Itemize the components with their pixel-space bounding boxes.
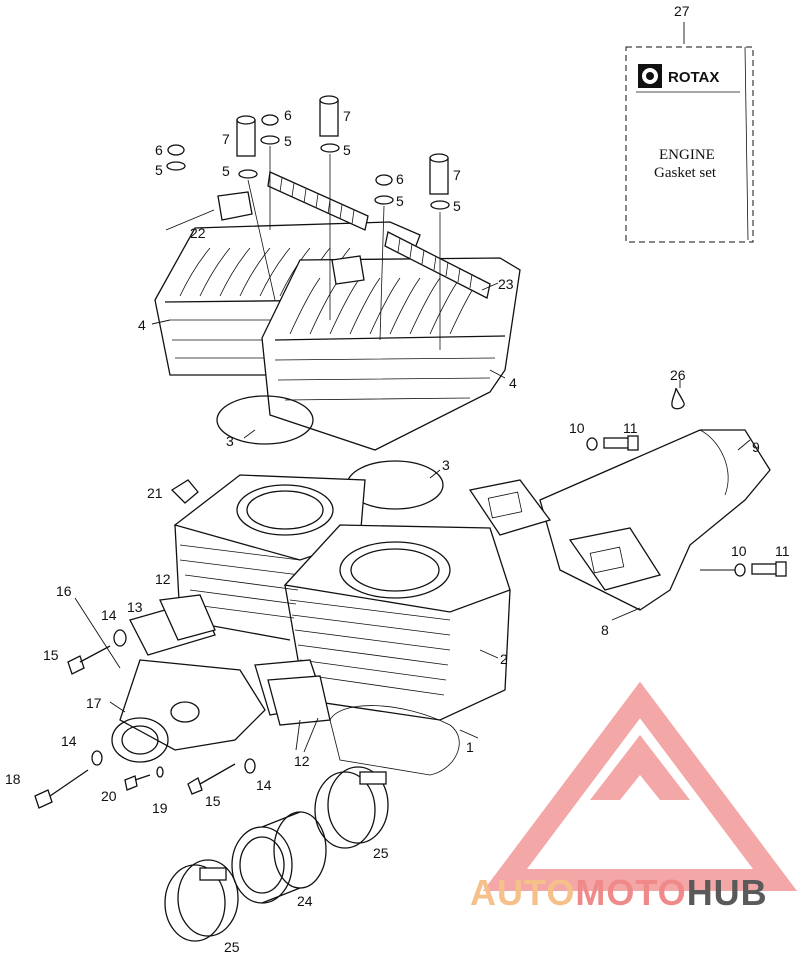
label-part-10: 10 bbox=[731, 543, 747, 559]
spacer-stack bbox=[166, 95, 450, 350]
leader-lines bbox=[74, 209, 751, 753]
intake-fasteners bbox=[34, 629, 256, 809]
deflector-22 bbox=[217, 191, 365, 285]
watermark-part-auto: AUTO bbox=[470, 872, 575, 913]
card-title-line1: ENGINE bbox=[659, 147, 715, 163]
base-gasket bbox=[329, 705, 460, 776]
label-part-7: 7 bbox=[343, 108, 351, 124]
label-part-12: 12 bbox=[294, 753, 310, 769]
label-part-5: 5 bbox=[453, 198, 461, 214]
label-part-12: 12 bbox=[155, 571, 171, 587]
head-gasket-left bbox=[216, 395, 314, 445]
label-part-18: 18 bbox=[5, 771, 21, 787]
part-labels: 1 2 3 3 4 4 5 5 5 5 5 5 6 6 6 7 7 7 8 9 … bbox=[5, 3, 790, 955]
label-part-19: 19 bbox=[152, 800, 168, 816]
label-part-21: 21 bbox=[147, 485, 163, 501]
intake-sleeve bbox=[231, 811, 327, 904]
label-part-15: 15 bbox=[205, 793, 221, 809]
cylinder-head-right bbox=[261, 257, 521, 451]
label-part-1: 1 bbox=[466, 739, 474, 755]
label-part-16: 16 bbox=[56, 583, 72, 599]
watermark-logo bbox=[483, 681, 797, 891]
label-part-10: 10 bbox=[569, 420, 585, 436]
label-part-5: 5 bbox=[396, 193, 404, 209]
label-part-2: 2 bbox=[500, 651, 508, 667]
label-part-7: 7 bbox=[222, 131, 230, 147]
label-part-7: 7 bbox=[453, 167, 461, 183]
label-part-25: 25 bbox=[224, 939, 240, 955]
label-part-14: 14 bbox=[61, 733, 77, 749]
label-part-6: 6 bbox=[284, 107, 292, 123]
label-part-5: 5 bbox=[222, 163, 230, 179]
card-brand: ROTAX bbox=[668, 69, 719, 86]
label-part-11: 11 bbox=[623, 420, 638, 436]
label-part-5: 5 bbox=[155, 162, 163, 178]
label-part-17: 17 bbox=[86, 695, 102, 711]
plug-21 bbox=[170, 479, 199, 504]
label-part-20: 20 bbox=[101, 788, 117, 804]
watermark-part-moto: MOTO bbox=[575, 872, 686, 913]
label-part-11: 11 bbox=[775, 543, 790, 559]
label-part-3: 3 bbox=[226, 433, 234, 449]
manifold-fasteners bbox=[586, 435, 787, 577]
label-part-14: 14 bbox=[256, 777, 272, 793]
exhaust-manifold bbox=[468, 429, 771, 611]
label-part-22: 22 bbox=[190, 225, 206, 241]
watermark-text: AUTOMOTOHUB bbox=[470, 872, 768, 913]
label-part-9: 9 bbox=[752, 439, 760, 455]
card-title-line2: Gasket set bbox=[654, 165, 717, 181]
label-part-6: 6 bbox=[396, 171, 404, 187]
label-part-24: 24 bbox=[297, 893, 313, 909]
label-part-4: 4 bbox=[509, 375, 517, 391]
label-part-3: 3 bbox=[442, 457, 450, 473]
label-part-26: 26 bbox=[670, 367, 686, 383]
clamp-upper bbox=[314, 766, 389, 849]
label-part-15: 15 bbox=[43, 647, 59, 663]
label-part-23: 23 bbox=[498, 276, 514, 292]
watermark-part-hub: HUB bbox=[687, 872, 768, 913]
intake-assembly bbox=[111, 594, 331, 763]
label-part-13: 13 bbox=[127, 599, 143, 615]
label-part-5: 5 bbox=[343, 142, 351, 158]
gasket-set-card: ROTAX ENGINE Gasket set bbox=[625, 22, 754, 243]
label-part-14: 14 bbox=[101, 607, 117, 623]
label-part-27: 27 bbox=[674, 3, 690, 19]
label-part-5: 5 bbox=[284, 133, 292, 149]
deflector-23 bbox=[267, 171, 491, 299]
label-part-6: 6 bbox=[155, 142, 163, 158]
label-part-8: 8 bbox=[601, 622, 609, 638]
label-part-25: 25 bbox=[373, 845, 389, 861]
sealant-drop bbox=[671, 387, 685, 410]
label-part-4: 4 bbox=[138, 317, 146, 333]
clamp-lower bbox=[164, 859, 239, 942]
